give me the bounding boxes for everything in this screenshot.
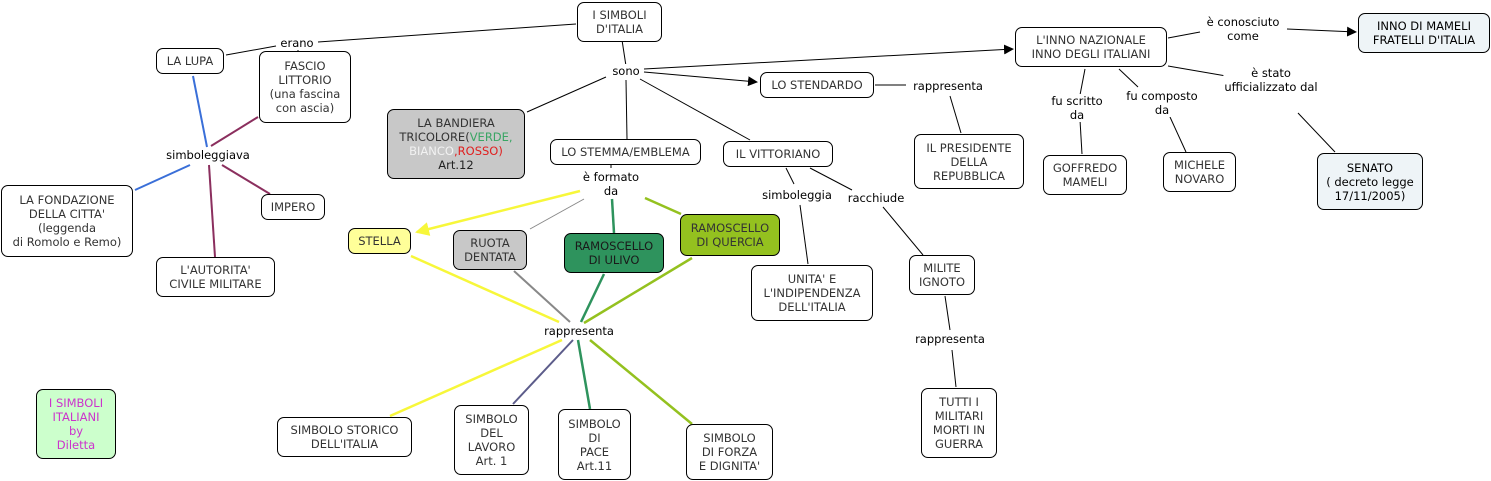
node-autorita[interactable]: L'AUTORITA' CIVILE MILITARE: [156, 257, 275, 297]
link-rapp-pace: [576, 339, 592, 410]
link-ulivo-rapp: [579, 273, 606, 323]
label-formato: è formato da: [581, 170, 641, 198]
node-simbolo-forza[interactable]: SIMBOLO DI FORZA E DIGNITA': [686, 424, 773, 480]
label-sono: sono: [611, 64, 641, 78]
link-vittoriano-racchiude: [809, 167, 853, 191]
label-racchiude: racchiude: [846, 191, 906, 205]
link-rapp-presidente: [949, 95, 962, 134]
link-racchiude-milite: [882, 206, 924, 256]
label-ufficializzato: è stato ufficializzato dal: [1223, 66, 1319, 94]
bandiera-verde: VERDE,: [469, 130, 513, 144]
node-ramoscello-ulivo[interactable]: RAMOSCELLO DI ULIVO: [564, 233, 664, 273]
node-stella[interactable]: STELLA: [348, 228, 411, 254]
label-rappresenta-stemma: rappresenta: [543, 324, 615, 338]
node-goffredo[interactable]: GOFFREDO MAMELI: [1043, 155, 1127, 195]
bandiera-rosso: ,ROSSO): [454, 144, 503, 158]
link-simboleggiava-impero: [221, 164, 271, 195]
node-inno-mameli[interactable]: INNO DI MAMELI FRATELLI D'ITALIA: [1358, 13, 1490, 53]
node-stemma[interactable]: LO STEMMA/EMBLEMA: [550, 139, 701, 165]
link-root-sono: [621, 39, 627, 67]
node-vittoriano[interactable]: IL VITTORIANO: [723, 141, 833, 167]
link-formato-ulivo: [610, 198, 616, 234]
label-rappresenta-stendardo: rappresenta: [912, 79, 984, 93]
node-presidente[interactable]: IL PRESIDENTE DELLA REPUBBLICA: [914, 134, 1024, 189]
link-inno-conosciuto: [1167, 31, 1201, 39]
node-tutti-militari[interactable]: TUTTI I MILITARI MORTI IN GUERRA: [921, 388, 997, 458]
link-rapp-forza: [589, 339, 693, 425]
label-simboleggia: simboleggia: [761, 188, 833, 202]
bandiera-line2: TRICOLORE(VERDE,: [399, 130, 512, 144]
link-stella-rapp: [410, 254, 560, 324]
node-milite-ignoto[interactable]: MILITE IGNOTO: [909, 255, 975, 295]
node-simbolo-storico[interactable]: SIMBOLO STORICO DELL'ITALIA: [277, 417, 412, 457]
node-impero[interactable]: IMPERO: [261, 194, 325, 220]
link-milite-rapp: [944, 295, 951, 331]
link-lupa-erano: [225, 45, 277, 56]
node-unita[interactable]: UNITA' E L'INDIPENDENZA DELL'ITALIA: [751, 265, 873, 321]
link-composto-michele: [1169, 116, 1187, 153]
link-sono-stemma: [625, 79, 628, 140]
link-rapp-storico: [389, 338, 563, 418]
label-composto: fu composto da: [1125, 89, 1199, 117]
link-ruota-rapp: [513, 270, 571, 323]
link-fascio-simboleggiava: [210, 116, 259, 147]
bandiera-tricolore: TRICOLORE(: [399, 130, 470, 144]
link-inno-composto: [1118, 68, 1139, 88]
bandiera-bianco: BIANCO: [409, 144, 454, 158]
node-senato[interactable]: SENATO ( decreto legge 17/11/2005): [1317, 153, 1423, 210]
node-simbolo-pace[interactable]: SIMBOLO DI PACE Art.11: [558, 409, 631, 480]
link-ufficializzato-senato: [1297, 112, 1336, 153]
link-simboleggia-unita: [799, 204, 809, 265]
link-formato-quercia: [644, 196, 682, 216]
link-simboleggiava-autorita: [208, 164, 216, 258]
link-scritto-goffredo: [1079, 119, 1083, 155]
link-sono-stendardo: [643, 71, 758, 87]
link-inno-ufficializzato: [1167, 65, 1233, 78]
link-formato-stella: [415, 189, 581, 236]
node-fondazione[interactable]: LA FONDAZIONE DELLA CITTA' (leggenda di …: [1, 185, 133, 257]
link-erano-root: [317, 23, 577, 43]
link-vittoriano-simboleggia: [785, 167, 795, 185]
label-conosciuto: è conosciuto come: [1205, 15, 1281, 43]
link-sono-vittoriano: [639, 78, 751, 141]
link-formato-ruota: [529, 198, 585, 230]
node-bandiera[interactable]: LA BANDIERA TRICOLORE(VERDE, BIANCO,ROSS…: [387, 109, 525, 179]
node-fascio-littorio[interactable]: FASCIO LITTORIO (una fascina con ascia): [259, 51, 351, 123]
node-la-lupa[interactable]: LA LUPA: [156, 48, 224, 74]
bandiera-line1: LA BANDIERA: [417, 116, 495, 130]
link-rapp-tutti: [951, 349, 957, 388]
node-simbolo-lavoro[interactable]: SIMBOLO DEL LAVORO Art. 1: [454, 405, 529, 475]
node-root[interactable]: I SIMBOLI D'ITALIA: [577, 2, 662, 42]
node-ramoscello-quercia[interactable]: RAMOSCELLO DI QUERCIA: [680, 214, 780, 256]
link-inno-scritto: [1079, 68, 1086, 96]
label-scritto: fu scritto da: [1050, 94, 1104, 122]
link-sono-bandiera: [526, 76, 607, 113]
link-quercia-rapp: [583, 256, 693, 325]
label-simboleggiava: simboleggiava: [165, 148, 251, 162]
link-conosciuto-mameli: [1286, 26, 1357, 37]
credit-box: I SIMBOLI ITALIANI by Diletta: [36, 389, 116, 459]
bandiera-art: Art.12: [438, 158, 474, 172]
link-sono-inno: [643, 44, 1014, 70]
label-rappresenta-milite: rappresenta: [914, 332, 986, 346]
link-simboleggiava-fondazione: [134, 164, 191, 191]
bandiera-line3: BIANCO,ROSSO): [409, 144, 503, 158]
link-rapp-lavoro: [512, 339, 574, 405]
link-lupa-simboleggiava: [192, 75, 208, 148]
node-inno-nazionale[interactable]: L'INNO NAZIONALE INNO DEGLI ITALIANI: [1015, 27, 1167, 67]
node-stendardo[interactable]: LO STENDARDO: [760, 72, 874, 98]
node-ruota-dentata[interactable]: RUOTA DENTATA: [453, 230, 527, 270]
node-michele[interactable]: MICHELE NOVARO: [1163, 152, 1236, 192]
label-erano: erano: [279, 36, 315, 50]
